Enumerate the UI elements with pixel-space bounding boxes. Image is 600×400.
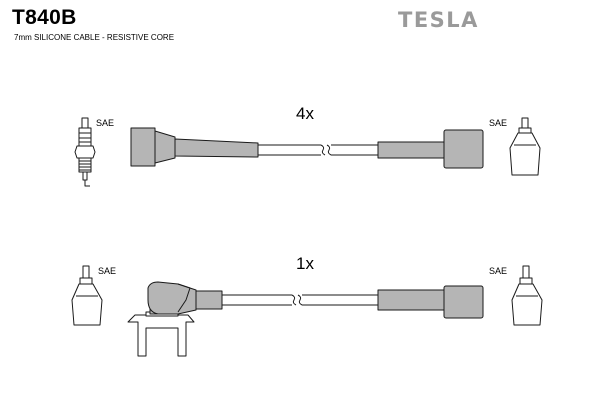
bottom-right-boot (377, 285, 484, 319)
top-left-boot (130, 127, 259, 167)
top-right-terminal-icon (509, 117, 541, 176)
top-left-terminal-label: SAE (96, 118, 115, 128)
part-number: T840B (12, 6, 77, 29)
bottom-left-terminal-icon (71, 265, 103, 326)
brand-logo: TESLA (398, 8, 479, 32)
bottom-cable-quantity: 1x (296, 254, 314, 273)
top-cable-quantity: 4x (296, 104, 314, 123)
bottom-cable-wire (222, 294, 378, 306)
top-cable-assembly (74, 117, 541, 187)
bottom-right-terminal-label: SAE (489, 266, 508, 276)
bottom-cable-assembly (71, 265, 543, 357)
cable-specification: 7mm SILICONE CABLE - RESISTIVE CORE (14, 33, 175, 42)
bottom-left-angled-boot (127, 281, 223, 357)
top-right-boot (377, 129, 484, 169)
bottom-right-terminal-icon (511, 265, 543, 326)
top-right-terminal-label: SAE (489, 118, 508, 128)
top-cable-wire (258, 144, 378, 156)
spark-plug-icon (74, 117, 96, 187)
bottom-left-terminal-label: SAE (98, 266, 117, 276)
